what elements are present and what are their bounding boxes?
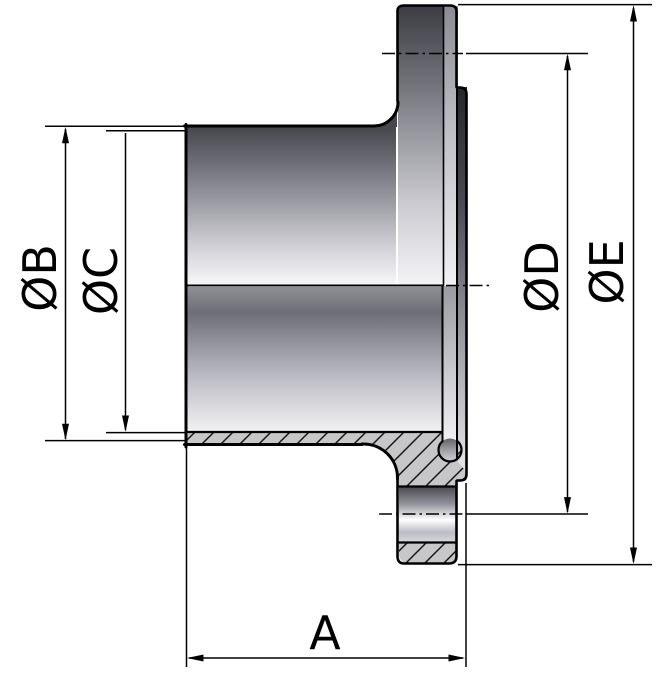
- flange-rim-strip: [443, 6, 458, 286]
- section-hatch: [187, 431, 467, 563]
- hatch-main: [187, 431, 467, 487]
- label-length-a: A: [309, 606, 341, 660]
- flange-disc-face: [398, 6, 443, 285]
- arrow-a-right: [448, 654, 465, 662]
- dimension-lines: [64, 8, 635, 659]
- label-diameter-b: ØB: [13, 244, 67, 312]
- groove-channel: [442, 286, 458, 444]
- hatch-below-hole: [399, 542, 456, 563]
- label-diameter-d: ØD: [515, 241, 569, 313]
- arrow-e-up: [630, 5, 637, 22]
- centerlines: [379, 52, 493, 515]
- arrow-d-down: [564, 497, 571, 514]
- lip-outline: [455, 86, 468, 482]
- arrow-b-up: [62, 126, 69, 144]
- part-surfaces: [187, 6, 467, 542]
- pipe-bore-surface: [187, 287, 442, 431]
- groove-bottom-outline: [437, 440, 463, 463]
- fillet-top-edge: [372, 100, 400, 128]
- arrow-a-left: [187, 654, 204, 662]
- flange-top-outline: [396, 4, 458, 103]
- pipe-outer-surface: [187, 127, 396, 285]
- arrow-c-down: [122, 415, 129, 432]
- flange-bottom-outline: [396, 476, 458, 565]
- dimension-arrows: [62, 5, 637, 662]
- label-diameter-c: ØC: [74, 247, 128, 315]
- part-outlines: [183, 4, 468, 565]
- extension-lines: [45, 3, 652, 667]
- fillet-bottom-edge: [360, 442, 400, 480]
- dimension-labels: ØB ØC ØD ØE A: [13, 239, 634, 660]
- label-diameter-e: ØE: [580, 239, 634, 304]
- arrow-e-down: [630, 547, 637, 564]
- raised-lip-face: [458, 87, 467, 481]
- arrow-d-up: [564, 53, 571, 71]
- arrow-b-down: [62, 423, 69, 441]
- groove-bottom: [438, 438, 462, 462]
